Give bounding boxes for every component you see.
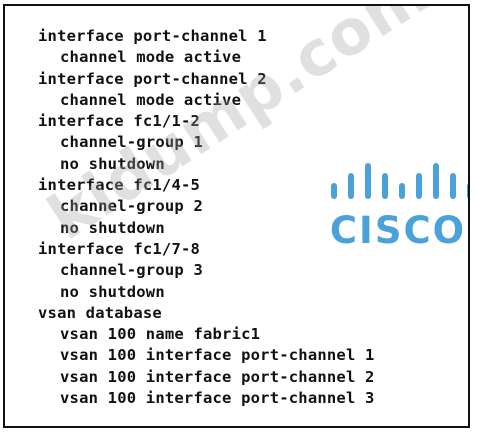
config-subcommand-line: vsan 100 interface port-channel 2 [60, 367, 375, 386]
config-command-line: interface fc1/7-8 [38, 239, 201, 258]
config-command-line: interface port-channel 1 [38, 27, 267, 45]
config-command-line: interface fc1/1-2 [38, 112, 201, 131]
cisco-wordmark: CISCO [329, 209, 467, 252]
config-subcommand-line: channel-group 1 [60, 133, 203, 152]
config-code-listing: interface port-channel 1 channel mode act… [38, 26, 375, 409]
config-panel: interface port-channel 1 channel mode act… [3, 4, 470, 428]
config-subcommand-line: no shutdown [60, 154, 165, 173]
config-command-line: interface fc1/4-5 [38, 176, 201, 195]
config-subcommand-line: vsan 100 name fabric1 [60, 325, 261, 344]
config-command-line: vsan database [38, 303, 162, 322]
config-subcommand-line: no shutdown [60, 282, 165, 301]
config-subcommand-line: channel mode active [60, 90, 242, 109]
config-subcommand-line: channel mode active [60, 48, 242, 67]
config-subcommand-line: no shutdown [60, 218, 165, 237]
cisco-logo: CISCO [323, 161, 468, 252]
config-subcommand-line: vsan 100 interface port-channel 1 [60, 346, 375, 365]
cisco-bars-icon [331, 163, 468, 199]
config-command-line: interface port-channel 2 [38, 69, 267, 88]
config-subcommand-line: vsan 100 interface port-channel 3 [60, 389, 375, 408]
config-subcommand-line: channel-group 2 [60, 197, 203, 216]
config-subcommand-line: channel-group 3 [60, 261, 203, 280]
